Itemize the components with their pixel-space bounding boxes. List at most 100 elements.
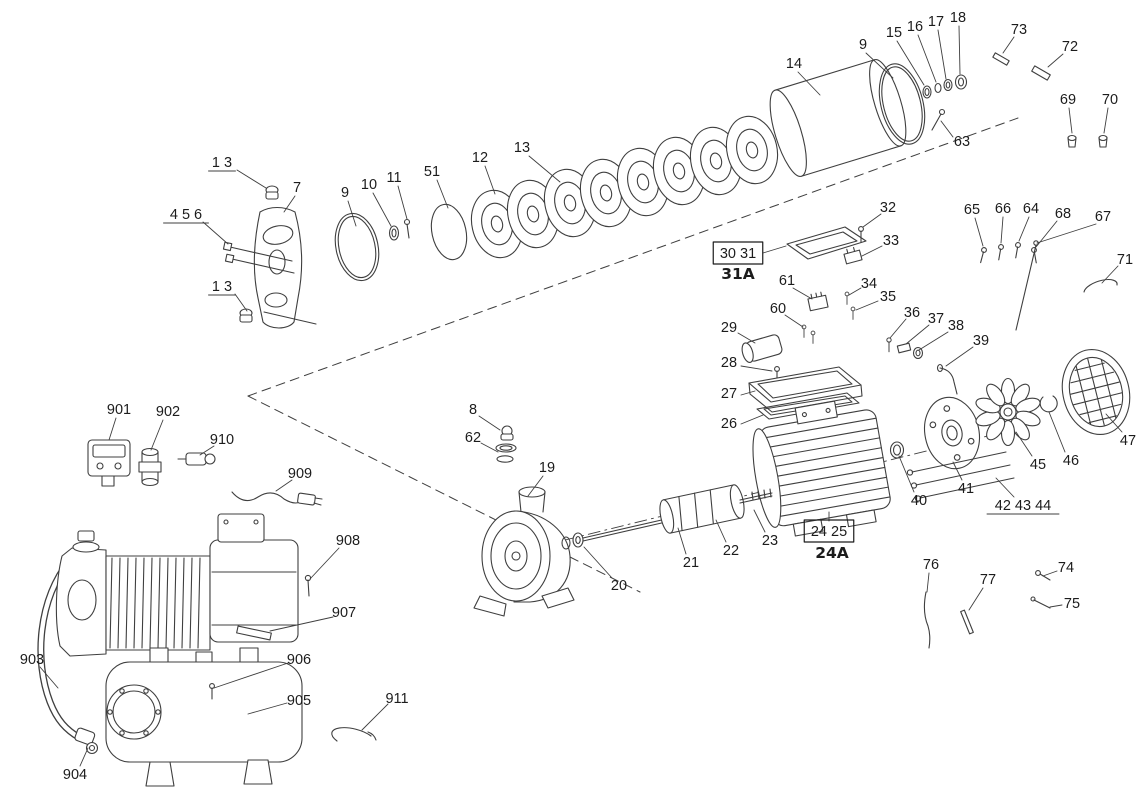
part-label-904: 904 <box>63 767 87 783</box>
assembled-pump-unit <box>37 439 377 787</box>
leader-line <box>347 200 357 227</box>
leader-line <box>958 25 961 75</box>
part-label-75: 75 <box>1064 596 1080 612</box>
part-label-61: 61 <box>779 273 795 289</box>
leader-line <box>150 419 164 451</box>
fan-clip <box>1039 395 1058 413</box>
leader-line <box>1047 53 1064 68</box>
part-label-18: 18 <box>950 10 966 26</box>
part-label-19: 19 <box>539 460 555 476</box>
part-label-8: 8 <box>469 402 477 418</box>
leader-line <box>1000 216 1004 244</box>
leader-line <box>372 192 392 227</box>
part-label-41: 41 <box>958 481 974 497</box>
leader-line <box>762 245 787 254</box>
leader-line <box>784 314 804 328</box>
part-label-7: 7 <box>293 180 301 196</box>
part-label-45: 45 <box>1030 457 1046 473</box>
motor-screws <box>977 240 1118 331</box>
pressure-switch <box>87 439 131 487</box>
leader-line <box>478 415 501 431</box>
part-label-24a: 24A <box>815 544 849 562</box>
leader-line <box>940 120 954 138</box>
leader-line <box>753 509 766 533</box>
leader-line <box>737 332 756 344</box>
part-label-908: 908 <box>336 533 360 549</box>
leader-line <box>1105 413 1123 433</box>
part-label-24-25: 24 25 <box>811 524 847 540</box>
part-label-38: 38 <box>948 318 964 334</box>
leader-line <box>234 293 248 312</box>
leader-line <box>236 169 267 189</box>
leader-line <box>1042 570 1058 577</box>
leader-line <box>108 417 117 441</box>
part-label-40: 40 <box>911 493 927 509</box>
pins-and-plugs <box>992 52 1108 148</box>
part-label-77: 77 <box>980 572 996 588</box>
leader-line <box>917 34 937 83</box>
terminal-parts <box>741 246 863 383</box>
part-label-15: 15 <box>886 25 902 41</box>
leader-line <box>269 616 334 632</box>
part-label-36: 36 <box>904 305 920 321</box>
part-label-68: 68 <box>1055 206 1071 222</box>
leader-line <box>1068 107 1073 134</box>
rotor-shaft <box>561 484 773 550</box>
part-label-47: 47 <box>1120 433 1136 449</box>
leader-line <box>1002 36 1015 54</box>
leader-line <box>361 703 389 731</box>
label-box <box>712 241 764 265</box>
leader-line <box>677 527 687 555</box>
leader-line <box>275 479 293 492</box>
leader-line <box>740 414 764 425</box>
leader-line <box>926 572 930 593</box>
five-way-fitting <box>138 447 162 487</box>
bolt-head <box>222 241 233 252</box>
leader-line <box>937 29 947 80</box>
part-label-71: 71 <box>1117 252 1133 268</box>
leader-line <box>484 165 496 195</box>
leader-line <box>39 666 59 689</box>
power-cable <box>231 491 323 506</box>
part-label-905: 905 <box>287 693 311 709</box>
motor-body <box>752 400 891 537</box>
leader-line <box>865 52 894 79</box>
part-label-65: 65 <box>964 202 980 218</box>
leader-line <box>1035 220 1058 248</box>
part-label-37: 37 <box>928 311 944 327</box>
part-label-901: 901 <box>107 402 131 418</box>
leader-line <box>527 475 544 497</box>
leader-line <box>974 217 984 247</box>
part-label-29: 29 <box>721 320 737 336</box>
terminal-box-cover <box>786 226 867 260</box>
head-seals <box>334 203 468 282</box>
leader-line <box>79 747 89 767</box>
leader-line <box>436 179 449 209</box>
part-label-16: 16 <box>907 19 923 35</box>
plug-and-seal <box>495 425 517 463</box>
part-label-73: 73 <box>1011 22 1027 38</box>
part-label-69: 69 <box>1060 92 1076 108</box>
mounting-bar <box>236 625 272 641</box>
terminal-box-gasket <box>756 392 860 420</box>
leader-line <box>889 318 907 339</box>
leader-line <box>898 455 915 493</box>
leader-line <box>1049 604 1063 608</box>
impeller-stack <box>464 110 785 264</box>
leader-line <box>480 442 499 453</box>
part-label-31a: 31A <box>721 265 755 283</box>
part-label-10: 10 <box>361 177 377 193</box>
part-label-63: 63 <box>954 134 970 150</box>
part-label-62: 62 <box>465 430 481 446</box>
cooling-fan <box>973 377 1043 447</box>
leader-line <box>862 213 882 228</box>
part-label-70: 70 <box>1102 92 1118 108</box>
part-label-35: 35 <box>880 289 896 305</box>
part-label-9: 9 <box>341 185 349 201</box>
leader-line <box>918 331 949 351</box>
pump-unit-body <box>55 513 299 663</box>
part-label-74: 74 <box>1058 560 1074 576</box>
part-label-66: 66 <box>995 201 1011 217</box>
